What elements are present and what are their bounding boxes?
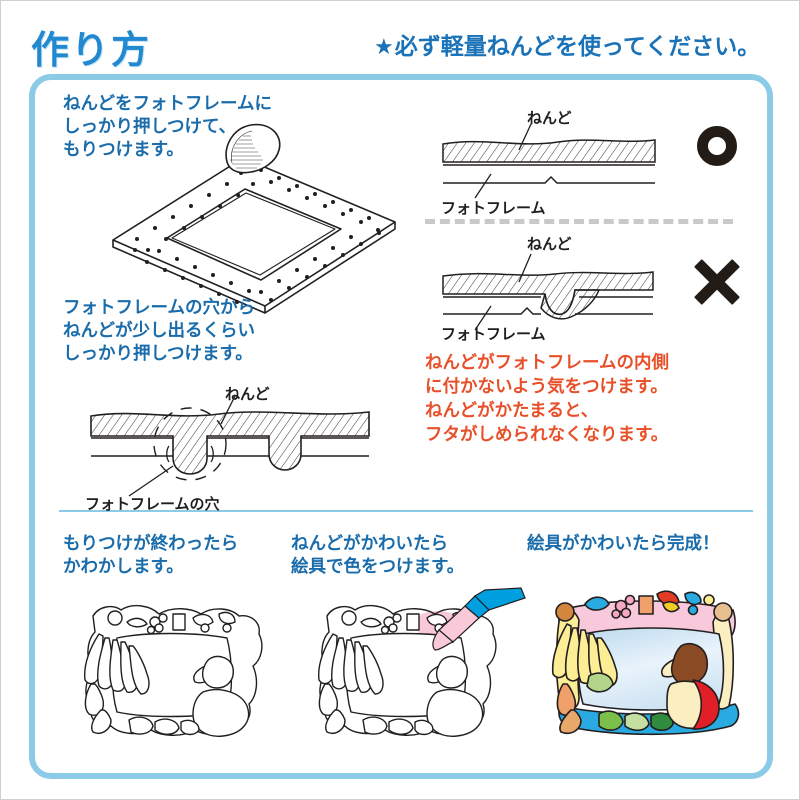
frame-hole-label: フォトフレームの穴 bbox=[85, 496, 220, 513]
step5-text: 絵具がかわいたら完成！ bbox=[527, 533, 720, 553]
step2-clay-label: ねんど bbox=[225, 386, 270, 403]
cross-bad-mark bbox=[693, 258, 741, 306]
clay-lump bbox=[225, 123, 281, 174]
main-panel: ねんどをフォトフレームに しっかり押しつけて、 もりつけます。 bbox=[29, 74, 773, 779]
good-frame-label: フォトフレーム bbox=[441, 200, 546, 217]
hole-highlight-circle bbox=[153, 407, 227, 481]
step3-illustration bbox=[55, 588, 285, 758]
step4-illustration bbox=[289, 587, 539, 758]
step2-illustration bbox=[69, 380, 399, 505]
paint-brush-icon bbox=[432, 587, 526, 651]
step1-text: ねんどをフォトフレームに しっかり押しつけて、 もりつけます。 bbox=[63, 93, 272, 159]
good-example-diagram bbox=[423, 106, 673, 216]
example-divider bbox=[425, 219, 733, 224]
step5-illustration bbox=[527, 580, 767, 760]
header-warning-text: 必ず軽量ねんどを使ってください。 bbox=[394, 33, 761, 59]
header-warning-note: ★必ず軽量ねんどを使ってください。 bbox=[374, 27, 760, 61]
warning-text: ねんどがフォトフレームの内側 に付かないよう気をつけます。 ねんどがかたまると、… bbox=[425, 352, 669, 444]
step3-text: もりつけが終わったら かわかします。 bbox=[63, 533, 239, 576]
step4-text: ねんどがかわいたら 絵具で色をつけます。 bbox=[291, 533, 465, 576]
circle-good-mark bbox=[697, 126, 737, 166]
good-clay-label: ねんど bbox=[527, 110, 572, 127]
bad-example-diagram bbox=[423, 232, 673, 347]
step1-illustration bbox=[75, 110, 435, 314]
page-title: 作り方 bbox=[31, 30, 152, 72]
section-divider bbox=[59, 510, 753, 512]
step2-text: フォトフレームの穴から ねんどが少し出るくらい しっかり押しつけます。 bbox=[63, 297, 255, 363]
bad-frame-label: フォトフレーム bbox=[441, 326, 546, 343]
star-icon: ★ bbox=[374, 34, 394, 59]
bad-clay-label: ねんど bbox=[527, 236, 572, 253]
